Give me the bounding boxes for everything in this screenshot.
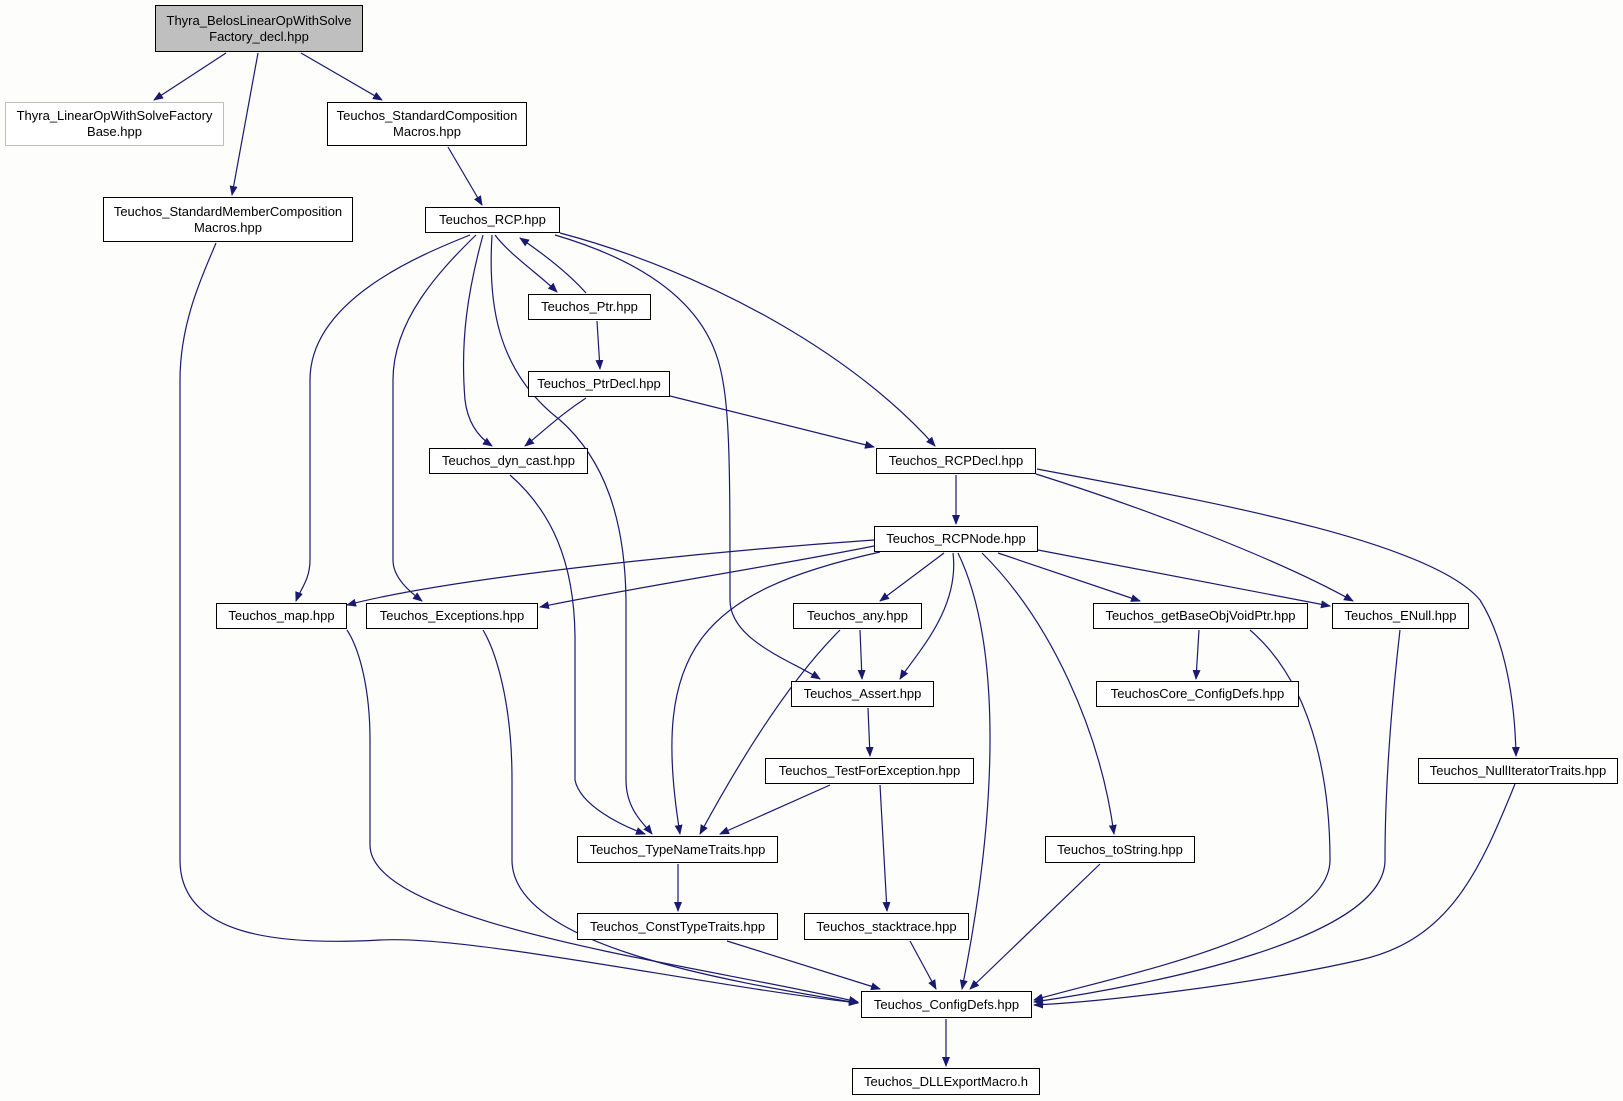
node-teuchos-null-iterator-traits[interactable]: Teuchos_NullIteratorTraits.hpp	[1418, 758, 1618, 784]
node-label: TeuchosCore_ConfigDefs.hpp	[1110, 686, 1285, 701]
dependency-arrow	[1037, 549, 1331, 609]
node-thyra-lowsf-base: Thyra_LinearOpWithSolveFactory Base.hpp	[5, 102, 224, 146]
dependency-arrow	[447, 146, 483, 206]
node-teuchos-dyn-cast[interactable]: Teuchos_dyn_cast.hpp	[429, 448, 588, 474]
dependency-arrow	[997, 552, 1141, 602]
node-teuchos-exceptions[interactable]: Teuchos_Exceptions.hpp	[366, 603, 538, 629]
dependency-arrow	[857, 629, 866, 680]
dependency-arrow	[699, 629, 841, 835]
dependency-arrow	[879, 784, 891, 912]
dependency-arrow	[482, 629, 859, 1006]
dependency-arrow	[981, 552, 1117, 835]
node-teuchos-to-string[interactable]: Teuchos_toString.hpp	[1045, 836, 1195, 863]
node-label: Teuchos_dyn_cast.hpp	[442, 453, 575, 468]
node-teuchos-dll-export-macro[interactable]: Teuchos_DLLExportMacro.h	[852, 1068, 1040, 1095]
dependency-arrow	[879, 552, 945, 602]
node-label: Teuchos_ConstTypeTraits.hpp	[589, 918, 766, 934]
node-label: Teuchos_TypeNameTraits.hpp	[589, 841, 766, 857]
node-teuchos-assert[interactable]: Teuchos_Assert.hpp	[791, 681, 934, 707]
dependency-arrow	[595, 320, 604, 370]
node-label: Teuchos_Assert.hpp	[803, 686, 922, 701]
node-label: Teuchos_StandardMemberComposition	[113, 203, 343, 219]
node-teuchos-configdefs[interactable]: Teuchos_ConfigDefs.hpp	[861, 991, 1032, 1018]
node-teuchos-test-for-exception[interactable]: Teuchos_TestForException.hpp	[765, 758, 974, 784]
node-label: Thyra_BelosLinearOpWithSolve	[166, 12, 352, 28]
dependency-arrow	[1035, 473, 1354, 602]
dependency-arrow	[490, 234, 653, 835]
dependency-arrow	[462, 234, 493, 447]
dependency-arrow	[1036, 468, 1520, 757]
node-teuchos-rcp[interactable]: Teuchos_RCP.hpp	[425, 207, 560, 233]
node-label: Teuchos_DLLExportMacro.h	[863, 1073, 1029, 1089]
node-teuchoscore-configdefs[interactable]: TeuchosCore_ConfigDefs.hpp	[1096, 681, 1299, 707]
dependency-arrow	[559, 232, 936, 447]
node-label: Base.hpp	[87, 124, 142, 139]
dependency-arrow	[726, 940, 881, 991]
dependency-arrow	[1033, 629, 1331, 1002]
node-label: Teuchos_ENull.hpp	[1344, 608, 1457, 623]
dependency-arrow	[969, 863, 1101, 990]
dependency-arrow	[392, 234, 477, 602]
node-teuchos-get-base-obj-void-ptr[interactable]: Teuchos_getBaseObjVoidPtr.hpp	[1093, 603, 1308, 629]
node-label: Teuchos_Ptr.hpp	[541, 299, 638, 314]
dependency-arrow	[539, 545, 875, 610]
node-label: Teuchos_map.hpp	[228, 608, 335, 623]
dependency-arrow	[865, 707, 874, 757]
node-teuchos-standard-member-composition[interactable]: Teuchos_StandardMemberComposition Macros…	[103, 197, 353, 242]
node-label: Teuchos_RCPNode.hpp	[886, 531, 1026, 546]
node-label: Teuchos_NullIteratorTraits.hpp	[1429, 763, 1607, 778]
node-label: Teuchos_stacktrace.hpp	[816, 918, 957, 934]
node-teuchos-stacktrace[interactable]: Teuchos_stacktrace.hpp	[804, 913, 969, 940]
node-label: Teuchos_PtrDecl.hpp	[537, 376, 661, 391]
dependency-arrow	[153, 52, 227, 101]
dependency-arrow	[300, 52, 383, 101]
dependency-arrow	[229, 52, 259, 196]
node-label: Teuchos_RCPDecl.hpp	[888, 453, 1024, 468]
dependency-arrow	[519, 237, 587, 294]
node-label: Teuchos_toString.hpp	[1057, 841, 1183, 857]
node-teuchos-ptrdecl[interactable]: Teuchos_PtrDecl.hpp	[528, 371, 670, 397]
dependency-arrow	[179, 242, 859, 1006]
dependency-arrow	[719, 784, 831, 835]
dependency-arrow	[509, 474, 646, 835]
node-teuchos-map[interactable]: Teuchos_map.hpp	[216, 603, 347, 629]
node-label: Teuchos_TestForException.hpp	[778, 763, 961, 778]
dependency-arrow	[524, 397, 587, 447]
node-teuchos-type-name-traits[interactable]: Teuchos_TypeNameTraits.hpp	[577, 836, 778, 863]
node-teuchos-standard-composition[interactable]: Teuchos_StandardComposition Macros.hpp	[327, 102, 527, 146]
dependency-arrow	[1033, 783, 1516, 1009]
node-label: Teuchos_StandardComposition	[336, 108, 518, 123]
dependency-arrow	[494, 234, 558, 293]
dependency-arrow	[669, 395, 875, 449]
dependency-arrow	[295, 234, 471, 602]
node-label: Teuchos_RCP.hpp	[439, 212, 546, 227]
node-teuchos-ptr[interactable]: Teuchos_Ptr.hpp	[528, 294, 651, 320]
node-label: Macros.hpp	[194, 219, 262, 235]
node-label: Factory_decl.hpp	[209, 28, 309, 44]
dependency-arrow	[671, 551, 881, 835]
node-label: Thyra_LinearOpWithSolveFactory	[16, 108, 213, 123]
dependency-arrow	[957, 552, 991, 990]
node-teuchos-rcpdecl[interactable]: Teuchos_RCPDecl.hpp	[876, 448, 1036, 474]
node-teuchos-rcpnode[interactable]: Teuchos_RCPNode.hpp	[874, 526, 1038, 552]
node-label: Teuchos_ConfigDefs.hpp	[873, 996, 1020, 1012]
dependency-arrow	[899, 552, 955, 680]
dependency-arrow	[554, 234, 821, 680]
dependency-arrow	[909, 940, 937, 990]
dependency-arrow	[346, 629, 859, 1004]
node-teuchos-enull[interactable]: Teuchos_ENull.hpp	[1332, 603, 1469, 629]
node-teuchos-const-type-traits[interactable]: Teuchos_ConstTypeTraits.hpp	[577, 913, 778, 940]
node-label: Teuchos_any.hpp	[807, 608, 908, 623]
dependency-arrow	[1033, 629, 1401, 1005]
dependency-arrow	[346, 539, 875, 607]
node-teuchos-any[interactable]: Teuchos_any.hpp	[793, 603, 922, 629]
node-label: Macros.hpp	[393, 124, 461, 139]
node-root-file: Thyra_BelosLinearOpWithSolve Factory_dec…	[155, 5, 363, 52]
node-label: Teuchos_Exceptions.hpp	[379, 608, 525, 623]
node-label: Teuchos_getBaseObjVoidPtr.hpp	[1105, 608, 1296, 623]
dependency-arrow	[1192, 629, 1201, 680]
